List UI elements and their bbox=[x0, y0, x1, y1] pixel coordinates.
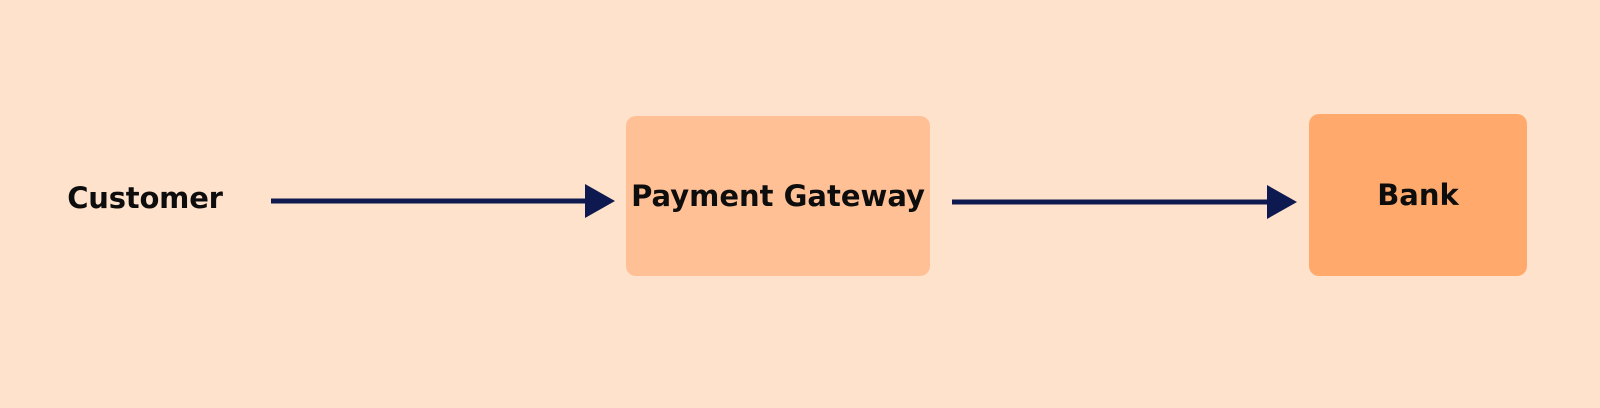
payment-gateway-node: Payment Gateway bbox=[626, 116, 930, 276]
bank-label: Bank bbox=[1377, 178, 1459, 212]
bank-node: Bank bbox=[1309, 114, 1527, 276]
arrow-customer-to-gateway bbox=[271, 184, 615, 218]
payment-gateway-label: Payment Gateway bbox=[631, 179, 925, 213]
arrow-gateway-to-bank-head bbox=[1267, 185, 1297, 219]
customer-node: Customer bbox=[60, 170, 230, 226]
arrow-customer-to-gateway-head bbox=[585, 184, 615, 218]
arrow-gateway-to-bank bbox=[952, 185, 1297, 219]
customer-label: Customer bbox=[67, 181, 223, 215]
